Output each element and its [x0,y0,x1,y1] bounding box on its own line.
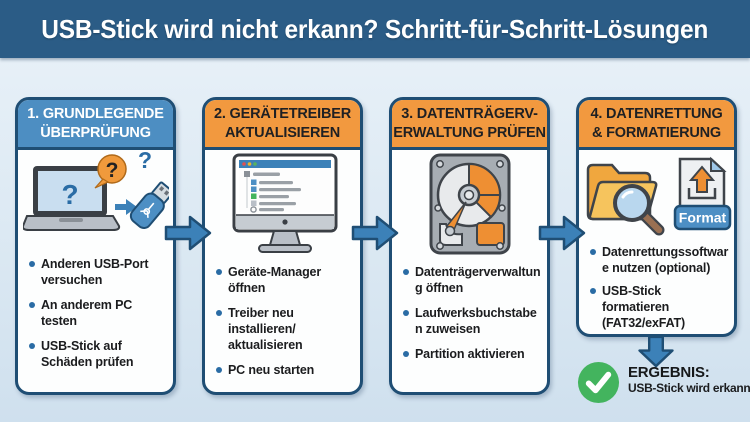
format-document-icon: Format [673,156,731,231]
arrow-right-icon [538,215,586,251]
format-badge-label: Format [678,210,726,226]
step-2-header: 2. GERÄTETREIBER AKTUALISIEREN [205,100,360,150]
usb-question-mark: ? [137,152,151,173]
recovery-format-illustration: Format [579,150,734,238]
magnifier-icon [612,184,664,236]
laptop-icon: ? [22,166,120,231]
device-manager-screen [238,160,331,213]
arrow-right-icon [164,215,212,251]
step-4-title-line1: 4. DATENRETTUNG [590,105,723,122]
folder-format-icon: Format [586,156,731,236]
step-card-4: 4. DATENRETTUNG & FORMATIERUNG [576,97,737,337]
step-3-header: 3. DATENTRÄGERV- ERWALTUNG PRÜFEN [392,100,547,150]
bullet-item: PC neu starten [215,362,356,378]
result-text: USB-Stick wird erkannt! [628,381,750,395]
page-title: USB-Stick wird nicht erkann? Schritt-für… [41,13,709,44]
laptop-usb-icon: ? ? [22,152,169,231]
bullet-item: Datenträgerverwaltung öffnen [402,264,543,296]
result-label: ERGEBNIS: [628,364,710,381]
step-4-title-line2: & FORMATIERUNG [591,124,722,141]
arrow-right-icon [351,215,399,251]
step-3-title-line1: 3. DATENTRÄGERV- [401,105,538,122]
step-1-title-line2: ÜBERPRÜFUNG [40,124,151,141]
arrow-down-icon [638,335,674,368]
step-1-title-line1: 1. GRUNDLEGENDE [27,105,164,122]
step-1-header: 1. GRUNDLEGENDE ÜBERPRÜFUNG [18,100,173,150]
bullet-item: USB-Stick formatieren (FAT32/exFAT) [589,283,730,331]
bullet-item: Laufwerksbuchstaben zuweisen [402,305,543,337]
bullet-item: Geräte-Manager öffnen [215,264,356,296]
step-2-bullet-list: Geräte-Manager öffnen Treiber neu instal… [205,258,360,378]
format-badge: Format [673,204,731,231]
step-2-title-line1: 2. GERÄTETREIBER [214,105,351,122]
step-4-bullet-list: Datenrettungssoftware nutzen (optional) … [579,238,734,334]
small-arrow-right-icon [114,199,137,215]
bullet-item: Partition aktivieren [402,346,543,362]
header-band: USB-Stick wird nicht erkann? Schritt-für… [0,0,750,58]
laptop-question-mark: ? [61,179,78,210]
monitor-illustration [205,150,360,258]
bullet-item: Datenrettungssoftware nutzen (optional) [589,244,730,276]
bullet-item: Anderen USB-Port versuchen [28,256,169,288]
step-card-1: 1. GRUNDLEGENDE ÜBERPRÜFUNG ? ? [15,97,176,395]
bullet-item: USB-Stick auf Schäden prüfen [28,338,169,370]
hard-drive-icon [429,153,510,255]
step-4-header: 4. DATENRETTUNG & FORMATIERUNG [579,100,734,150]
result-block: ERGEBNIS: USB-Stick wird erkannt! [577,361,750,404]
step-3-bullet-list: Datenträgerverwaltung öffnen Laufwerksbu… [392,258,547,362]
bubble-question-mark: ? [105,159,118,182]
check-circle-icon [577,361,620,404]
hard-drive-illustration [392,150,547,258]
step-3-title-line2: ERWALTUNG PRÜFEN [393,124,546,141]
usb-stick-icon [129,181,169,229]
laptop-usb-illustration: ? ? [18,150,173,250]
upload-arrow-icon [687,165,716,200]
step-1-bullet-list: Anderen USB-Port versuchen An anderem PC… [18,250,173,370]
bullet-item: An anderem PC testen [28,297,169,329]
question-bubble-icon: ? [94,154,127,189]
step-card-3: 3. DATENTRÄGERV- ERWALTUNG PRÜFEN [389,97,550,395]
monitor-device-manager-icon [232,153,337,253]
bullet-item: Treiber neu installieren/ aktualisieren [215,305,356,353]
step-2-title-line2: AKTUALISIEREN [224,124,340,141]
step-card-2: 2. GERÄTETREIBER AKTUALISIEREN [202,97,363,395]
